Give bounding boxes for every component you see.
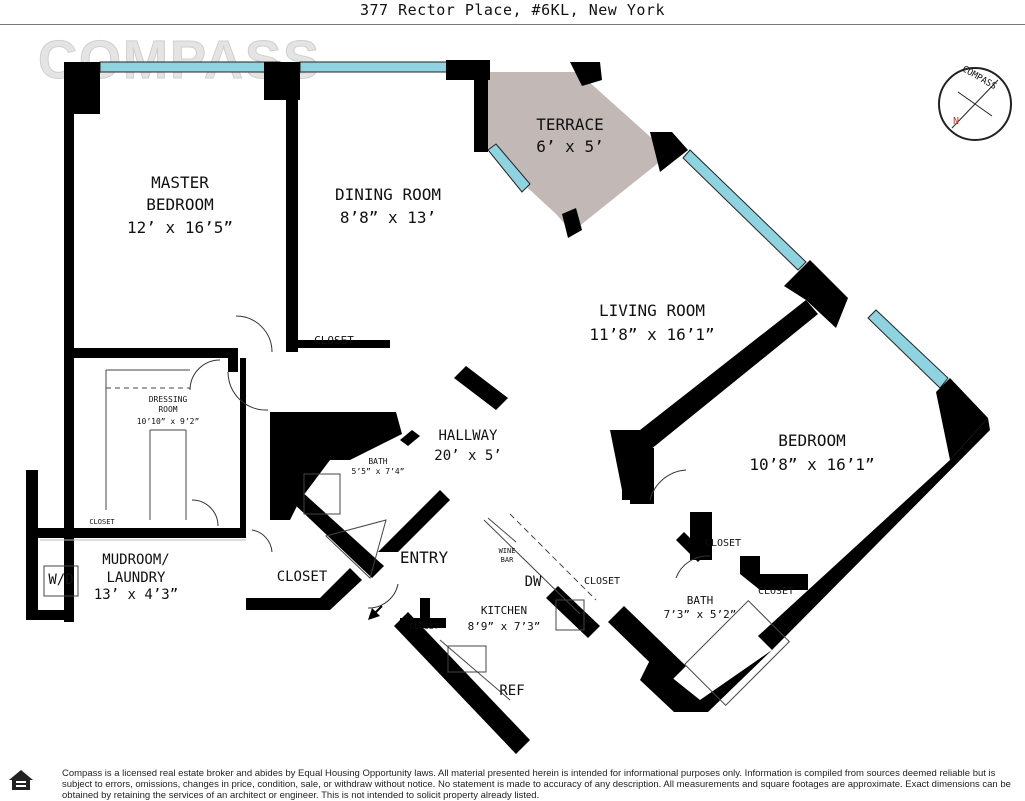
refrigerator-label: REF [499, 683, 524, 699]
window-living [682, 149, 807, 271]
hallway-size: 20’ x 5’ [434, 448, 501, 464]
hallway-name: HALLWAY [438, 428, 498, 444]
window-terrace [487, 143, 531, 193]
compass-logo: COMPASS [38, 30, 321, 90]
windows [99, 61, 949, 389]
window-master [99, 61, 281, 73]
entry-arrow-icon [368, 605, 383, 620]
door-swings [189, 315, 711, 609]
living-room-name: LIVING ROOM [599, 301, 705, 320]
compass-north: N [953, 116, 959, 127]
master-bedroom-name-2: BEDROOM [146, 195, 213, 214]
dining-room-name: DINING ROOM [335, 185, 441, 204]
closet-bedroom-2-label: CLOSET [758, 586, 794, 597]
master-bedroom-size: 12’ x 16’5” [127, 218, 233, 237]
mudroom-name-2: LAUNDRY [106, 570, 166, 586]
bath-small-name: BATH [368, 457, 387, 466]
terrace-name: TERRACE [536, 115, 603, 134]
terrace-size: 6’ x 5’ [536, 137, 603, 156]
entry-name: ENTRY [400, 548, 449, 567]
washer-dryer-label: W/D [48, 572, 73, 588]
dishwasher-label: DW [525, 574, 542, 590]
interior-lines [40, 369, 791, 707]
kitchen-size: 8’9” x 7’3” [468, 620, 541, 633]
wine-bar-label-1: WINE [499, 547, 516, 555]
closet-kitchen-label: CLOSET [410, 622, 439, 631]
dressing-room-name-2: ROOM [158, 405, 177, 414]
dining-room-size: 8’8” x 13’ [340, 208, 436, 227]
terrace-floor [488, 72, 662, 232]
bath-bedroom-size: 7’3” x 5’2” [664, 608, 737, 621]
closet-hall-label: CLOSET [584, 576, 620, 587]
closet-dressing-label: CLOSET [89, 518, 115, 526]
master-bedroom-name-1: MASTER [151, 173, 209, 192]
mudroom-size: 13’ x 4’3” [94, 587, 178, 603]
dressing-room-size: 10’10” x 9’2” [137, 417, 200, 426]
header-rule [0, 24, 1025, 25]
living-room-size: 11’8” x 16’1” [589, 325, 714, 344]
mudroom-name-1: MUDROOM/ [102, 552, 169, 568]
closet-mudroom-label: CLOSET [277, 569, 328, 585]
bedroom-size: 10’8” x 16’1” [749, 455, 874, 474]
compass-rose: COMPASS N [938, 64, 1012, 141]
legal-disclaimer: Compass is a licensed real estate broker… [62, 768, 1011, 801]
equal-housing-icon [9, 770, 33, 790]
closet-bedroom-1-label: CLOSET [705, 538, 741, 549]
dressing-room-name-1: DRESSING [149, 395, 188, 404]
bedroom-name: BEDROOM [778, 431, 845, 450]
window-dining [299, 61, 451, 73]
bath-small-size: 5’5” x 7’4” [352, 467, 405, 476]
closet-dining-label: CLOSET [314, 334, 354, 347]
kitchen-name: KITCHEN [481, 604, 527, 617]
wine-bar-label-2: BAR [501, 556, 514, 564]
window-bedroom [867, 309, 949, 389]
walls [26, 60, 990, 754]
bath-bedroom-name: BATH [687, 594, 714, 607]
listing-address: 377 Rector Place, #6KL, New York [360, 1, 665, 19]
